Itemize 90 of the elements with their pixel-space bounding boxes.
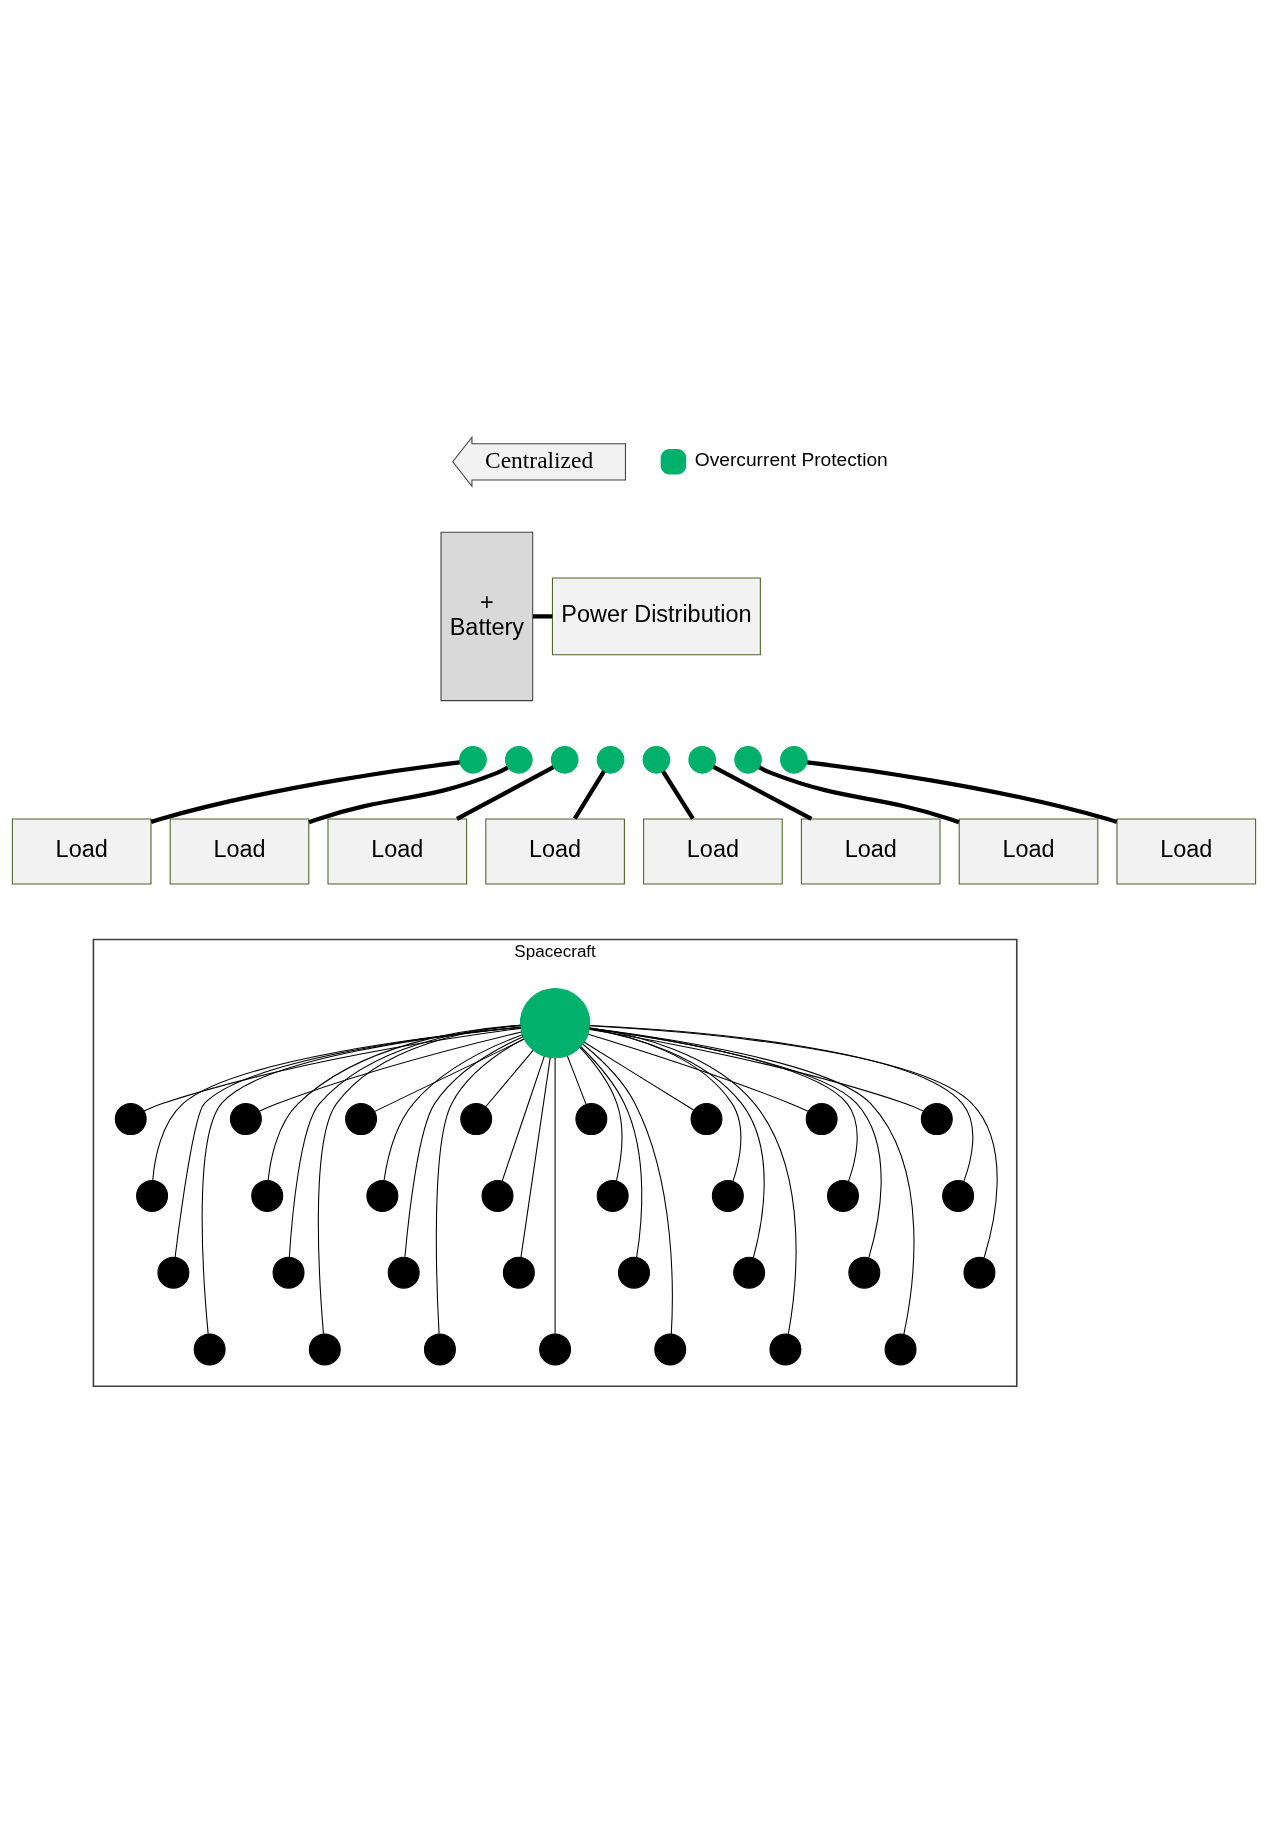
node-circle <box>366 1179 399 1212</box>
node-box: Load <box>643 817 783 885</box>
node-circle <box>460 1102 493 1135</box>
connector <box>583 1041 695 1111</box>
connector <box>288 1024 521 1257</box>
connector <box>267 1024 521 1181</box>
connector <box>520 1056 551 1258</box>
connector <box>201 1026 522 1334</box>
node-circle <box>642 745 671 774</box>
connector <box>589 1027 915 1335</box>
connector <box>589 1027 882 1258</box>
connector <box>435 1037 525 1334</box>
node-circle <box>780 745 808 774</box>
node-box: Load <box>958 817 1099 885</box>
connector <box>807 759 1118 824</box>
connector <box>456 764 555 821</box>
node-circle <box>136 1179 169 1212</box>
node-circle <box>272 1256 305 1289</box>
node-circle <box>733 1256 766 1289</box>
node-box: Load <box>485 817 625 885</box>
node-circle <box>193 1332 226 1365</box>
connector <box>174 1026 522 1258</box>
node-circle <box>963 1256 996 1289</box>
node-box: Load <box>1116 817 1257 885</box>
node-circle <box>502 1256 535 1289</box>
node-circle <box>942 1179 975 1212</box>
connector <box>661 769 695 820</box>
connector <box>374 1038 525 1112</box>
node-circle <box>575 1102 608 1135</box>
node-circle <box>884 1332 917 1365</box>
node-circle <box>519 987 591 1058</box>
connector <box>587 1033 809 1112</box>
connector <box>589 1024 974 1182</box>
connector <box>485 1049 534 1107</box>
node-circle <box>920 1102 953 1135</box>
node-circle <box>157 1256 190 1289</box>
node-circle <box>550 745 579 774</box>
connector <box>758 765 960 824</box>
node-circle <box>459 745 487 774</box>
connector <box>589 1028 925 1112</box>
node-circle <box>345 1102 378 1135</box>
node-circle <box>596 1179 629 1212</box>
connector <box>501 1055 545 1181</box>
connector <box>143 1027 522 1112</box>
node-circle <box>688 745 717 774</box>
node-circle <box>805 1102 838 1135</box>
connector <box>588 1027 858 1182</box>
connector <box>152 1026 522 1181</box>
connector <box>589 1026 797 1334</box>
connector <box>404 1035 524 1257</box>
node-circle <box>481 1179 514 1212</box>
node-box: Load <box>169 817 310 885</box>
node-circle <box>654 1332 687 1365</box>
connector <box>383 1033 523 1181</box>
node-circle <box>423 1332 456 1365</box>
node-box: Power Distribution <box>551 576 761 655</box>
node-circle <box>769 1332 802 1365</box>
node-circle <box>229 1102 262 1135</box>
connector <box>258 1030 523 1112</box>
node-box: Load <box>327 817 468 885</box>
node-circle <box>827 1179 859 1212</box>
connector <box>308 765 509 824</box>
node-circle <box>711 1179 744 1212</box>
node-circle <box>387 1256 420 1289</box>
node-box: Load <box>11 817 152 885</box>
connector <box>150 759 460 824</box>
node-circle <box>848 1256 881 1289</box>
node-circle <box>251 1179 284 1212</box>
node-circle <box>618 1256 650 1289</box>
connector <box>712 764 813 821</box>
connector <box>580 1045 643 1258</box>
cluster: Spacecraft <box>92 938 1018 1387</box>
node-circle <box>505 745 533 774</box>
connector <box>532 613 553 618</box>
node-box: + Battery <box>440 531 534 701</box>
connector <box>317 1024 521 1334</box>
node-circle <box>690 1102 723 1135</box>
connector <box>554 1056 556 1334</box>
connector <box>589 1024 998 1258</box>
node-circle <box>734 745 762 774</box>
node-circle <box>539 1332 572 1365</box>
node-circle <box>308 1332 341 1365</box>
connector <box>579 1046 623 1181</box>
node-circle <box>596 745 625 774</box>
connector <box>566 1054 587 1105</box>
connector <box>572 769 606 820</box>
node-circle <box>114 1102 147 1135</box>
connector <box>582 1043 673 1334</box>
node-box: Load <box>800 817 941 885</box>
legend-label: Overcurrent Protection <box>694 448 888 470</box>
